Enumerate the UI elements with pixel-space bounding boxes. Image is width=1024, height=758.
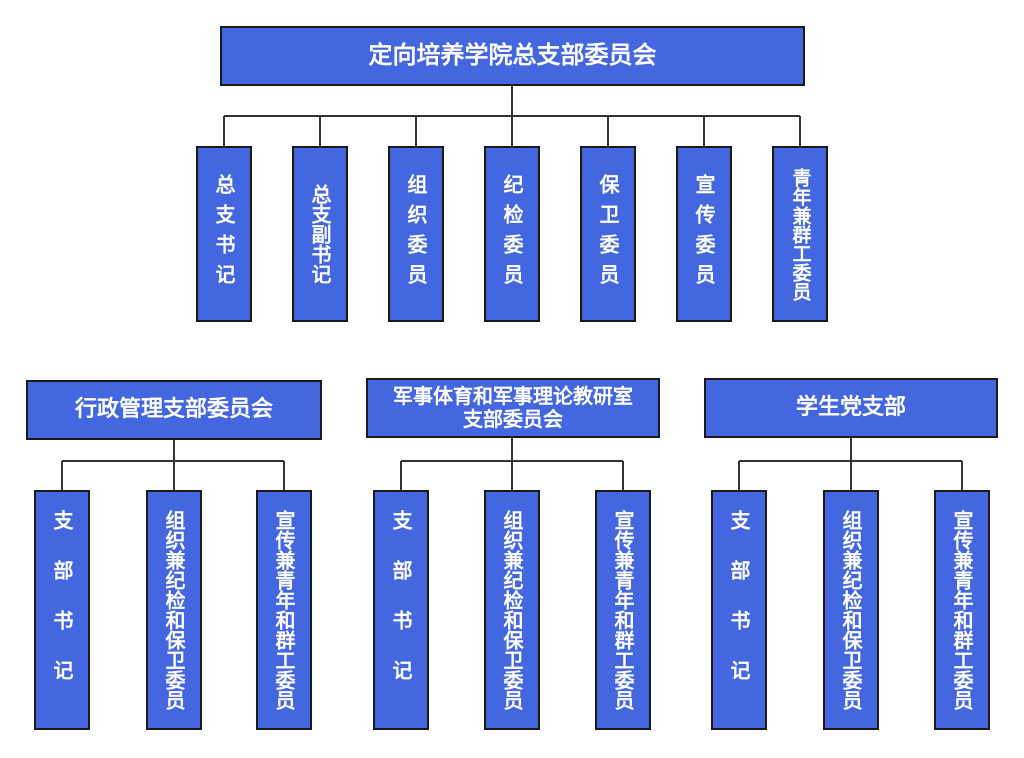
branch-1-role-1: 支部书记	[34, 490, 90, 730]
top-role-5: 保卫委员	[580, 146, 636, 322]
top-role-7: 青年兼群工委员	[772, 146, 828, 322]
branch-2-role-1: 支部书记	[373, 490, 429, 730]
branch-1-role-2: 组织兼纪检和保卫委员	[146, 490, 202, 730]
branch-2-role-2: 组织兼纪检和保卫委员	[484, 490, 540, 730]
top-role-3: 组织委员	[388, 146, 444, 322]
branch-title-3: 学生党支部	[704, 378, 998, 438]
branch-2-role-3: 宣传兼青年和群工委员	[595, 490, 651, 730]
branch-title-1: 行政管理支部委员会	[26, 380, 322, 440]
branch-1-role-3: 宣传兼青年和群工委员	[256, 490, 312, 730]
branch-3-role-1: 支部书记	[711, 490, 767, 730]
root-box: 定向培养学院总支部委员会	[220, 26, 805, 86]
top-role-2: 总支副书记	[292, 146, 348, 322]
branch-3-role-2: 组织兼纪检和保卫委员	[823, 490, 879, 730]
branch-3-role-3: 宣传兼青年和群工委员	[934, 490, 990, 730]
top-role-1: 总支书记	[196, 146, 252, 322]
top-role-4: 纪检委员	[484, 146, 540, 322]
top-role-6: 宣传委员	[676, 146, 732, 322]
branch-title-2: 军事体育和军事理论教研室 支部委员会	[366, 378, 660, 438]
